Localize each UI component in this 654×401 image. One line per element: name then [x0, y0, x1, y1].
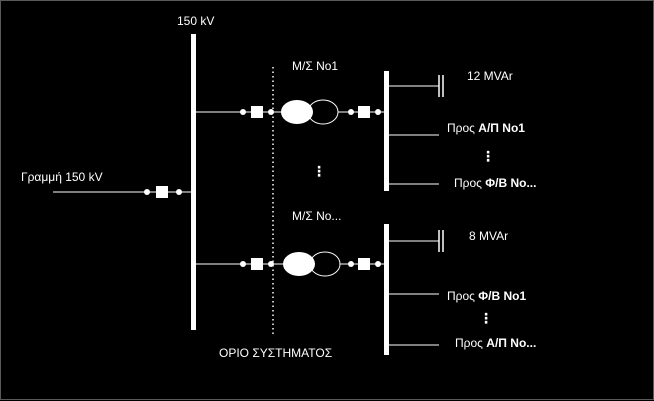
substation-1-feeder-bottom-label: Προς Φ/Β Νο... [454, 176, 536, 190]
incoming-line: Γραμμή 150 kV [21, 170, 191, 198]
substation-n: Μ/Σ Νο... 8 MVAr Προς Φ/Β Νο1 ⋮ Προς Α/Π… [196, 209, 536, 355]
substation-1-feeder-top-label: Προς Α/Π Νο1 [447, 121, 525, 135]
substation-1: Μ/Σ Νο1 12 MVAr Προς Α/Π Νο1 ⋮ Προς Φ/Β … [196, 59, 536, 191]
substation-1-name: Μ/Σ Νο1 [292, 59, 338, 73]
substation-n-capacitor-label: 8 MVAr [469, 229, 508, 243]
substation-1-hv-disconnector-left [240, 109, 246, 115]
busbar-voltage-label: 150 kV [177, 14, 214, 28]
substation-n-transformer-primary [283, 252, 315, 276]
substation-n-hv-breaker [251, 258, 263, 270]
substation-n-mv-disconnector-right [375, 261, 381, 267]
substation-n-hv-disconnector-right [268, 261, 274, 267]
incoming-circuit-breaker [156, 186, 168, 198]
substation-1-transformer-primary [281, 100, 313, 124]
system-boundary-label: ΟΡΙΟ ΣΥΣΤΗΜΑΤΟΣ [219, 346, 332, 360]
substation-1-mv-breaker [358, 106, 370, 118]
substation-ellipsis: ⋮ [312, 163, 326, 179]
incoming-line-label: Γραμμή 150 kV [21, 170, 103, 184]
substation-1-feeder-ellipsis: ⋮ [481, 148, 495, 164]
incoming-disconnector-right [176, 189, 182, 195]
substation-1-mv-disconnector-right [375, 109, 381, 115]
substation-1-hv-disconnector-right [268, 109, 274, 115]
substation-1-mv-disconnector-left [348, 109, 354, 115]
incoming-disconnector-left [144, 189, 150, 195]
substation-n-feeder-bottom-label: Προς Α/Π Νο... [455, 336, 536, 350]
substation-n-mv-disconnector-left [348, 261, 354, 267]
substation-1-mv-busbar [384, 71, 389, 191]
substation-n-mv-busbar [384, 224, 389, 355]
substation-n-name: Μ/Σ Νο... [292, 209, 341, 223]
substation-n-mv-breaker [358, 258, 370, 270]
substation-n-feeder-ellipsis: ⋮ [479, 310, 493, 326]
substation-n-hv-disconnector-left [240, 261, 246, 267]
substation-1-hv-breaker [251, 106, 263, 118]
substation-n-feeder-top-label: Προς Φ/Β Νο1 [447, 289, 526, 303]
substation-1-capacitor-label: 12 MVAr [467, 69, 513, 83]
main-busbar-150kv [191, 34, 196, 330]
